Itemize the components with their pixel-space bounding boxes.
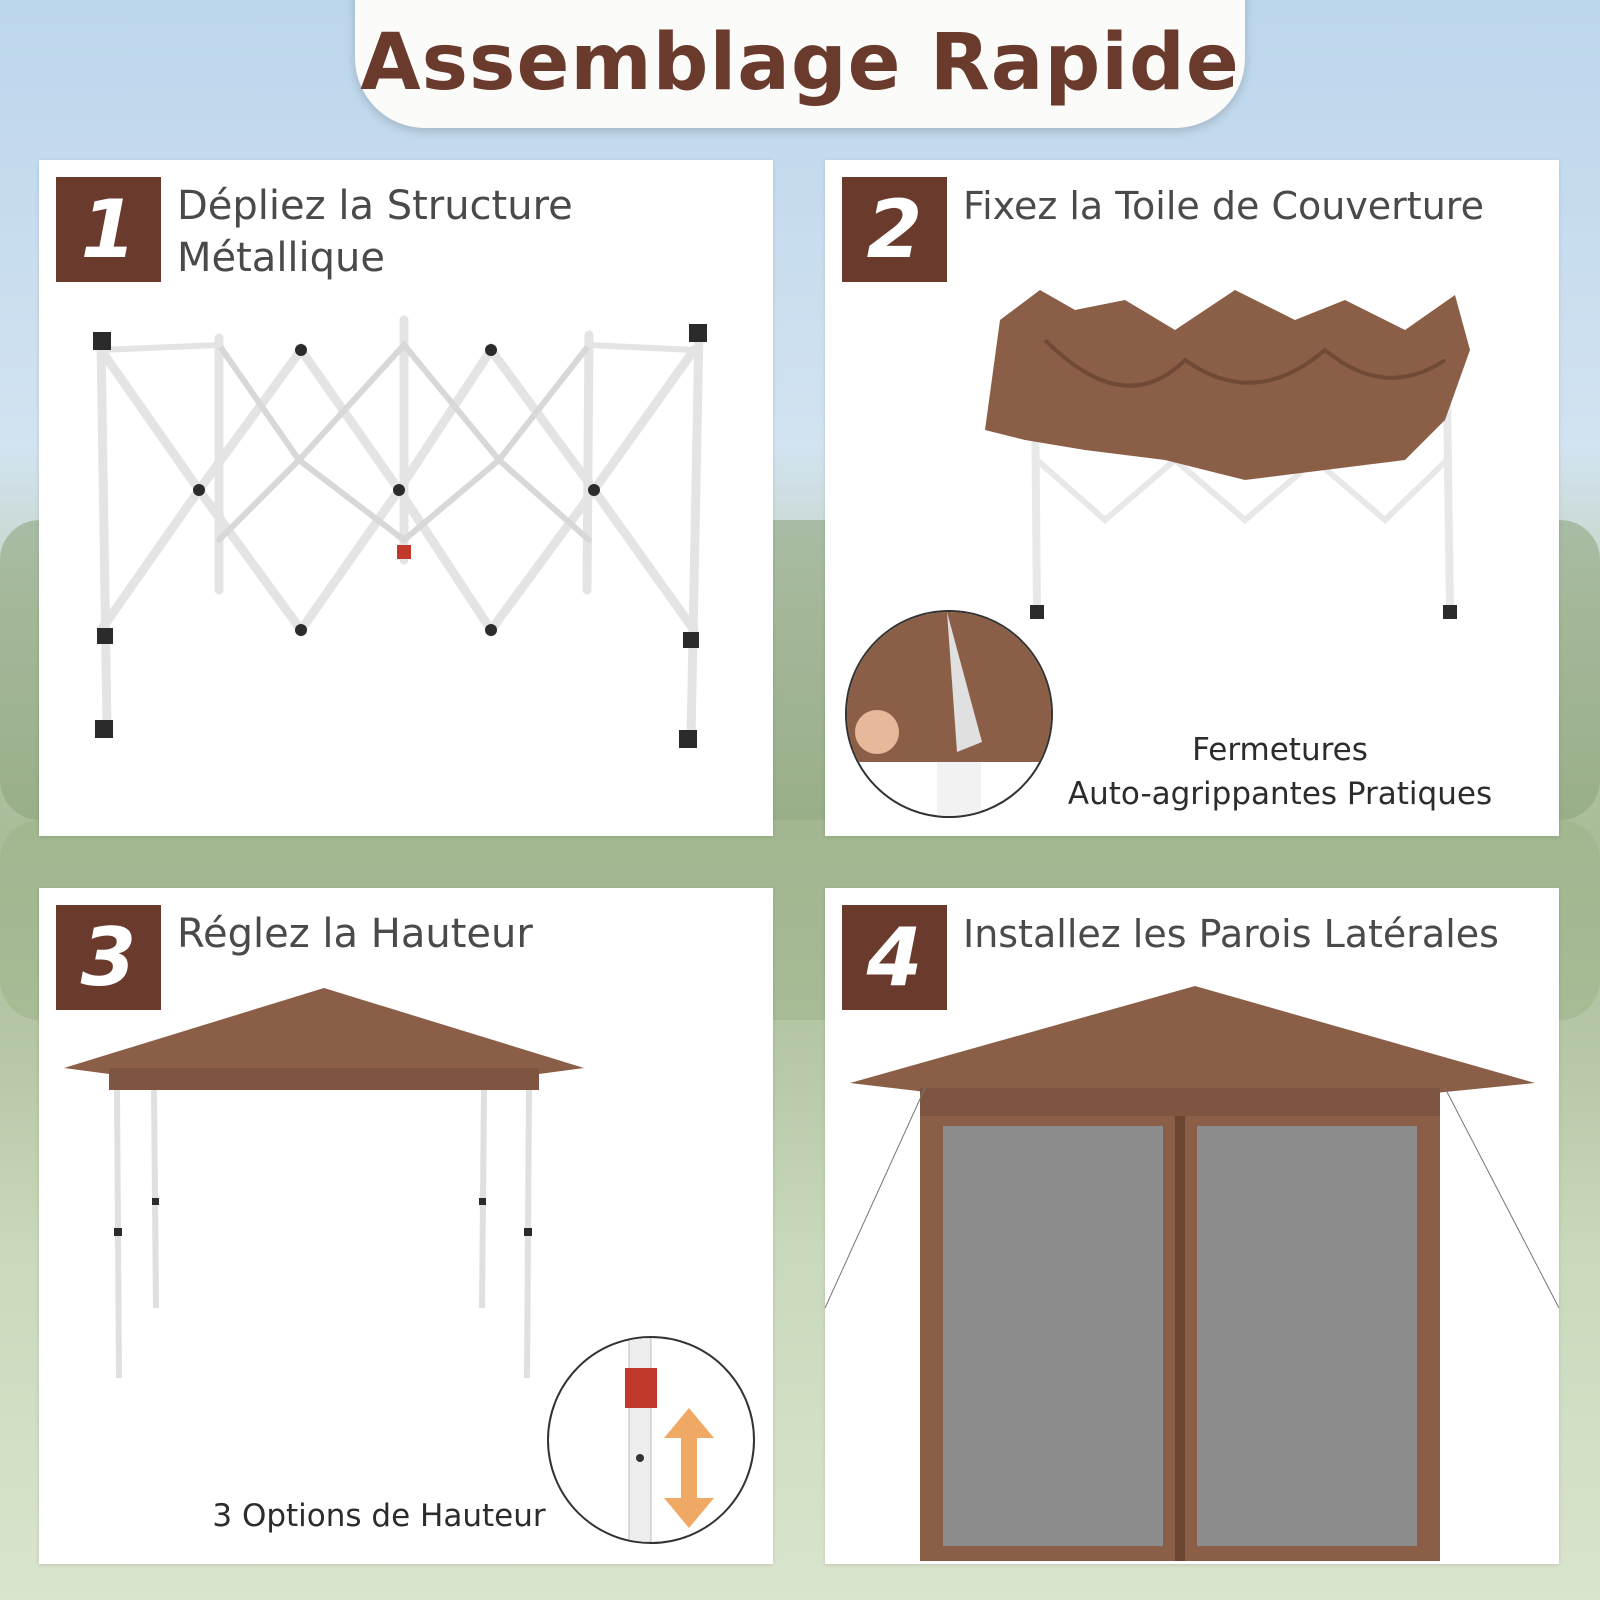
step-number-4: 4 [842, 905, 947, 1010]
step-2-heading: Fixez la Toile de Couverture [963, 184, 1484, 228]
title-banner: Assemblage Rapide [355, 0, 1245, 128]
canopy-draped-illustration [985, 290, 1470, 619]
up-down-arrow-icon [664, 1408, 714, 1528]
step-4-panel: 4 Installez les Parois Latérales [825, 888, 1559, 1564]
velcro-detail-graphic [847, 612, 1051, 816]
canopy-height-illustration [64, 988, 584, 1379]
step-1-panel: 1 Dépliez la Structure Métallique [39, 160, 773, 836]
gazebo-sidewalls-illustration [825, 986, 1559, 1561]
step-1-heading: Dépliez la Structure Métallique [177, 180, 573, 284]
step-3-panel: 3 Réglez la Hauteur 3 Options de Hauteur [39, 888, 773, 1564]
step-2-caption: Fermetures Auto-agrippantes Pratiques [1045, 728, 1515, 816]
page-title: Assemblage Rapide [360, 18, 1240, 108]
step-4-heading: Installez les Parois Latérales [963, 912, 1499, 956]
red-lock-icon [625, 1368, 657, 1408]
step-2-caption-line1: Fermetures [1192, 732, 1368, 768]
step-2-panel: 2 Fixez la Toile de Couverture Fermeture… [825, 160, 1559, 836]
step-number-1: 1 [56, 177, 161, 282]
step-number-2: 2 [842, 177, 947, 282]
folding-frame-illustration [93, 315, 707, 748]
velcro-detail-inset [845, 610, 1053, 818]
height-lock-inset [547, 1336, 755, 1544]
step-2-caption-line2: Auto-agrippantes Pratiques [1067, 776, 1493, 812]
step-1-heading-line2: Métallique [177, 235, 386, 281]
step-number-3: 3 [56, 905, 161, 1010]
step-3-heading: Réglez la Hauteur [177, 911, 533, 957]
step-3-caption: 3 Options de Hauteur [212, 1498, 546, 1534]
step-1-heading-line1: Dépliez la Structure [177, 183, 573, 229]
